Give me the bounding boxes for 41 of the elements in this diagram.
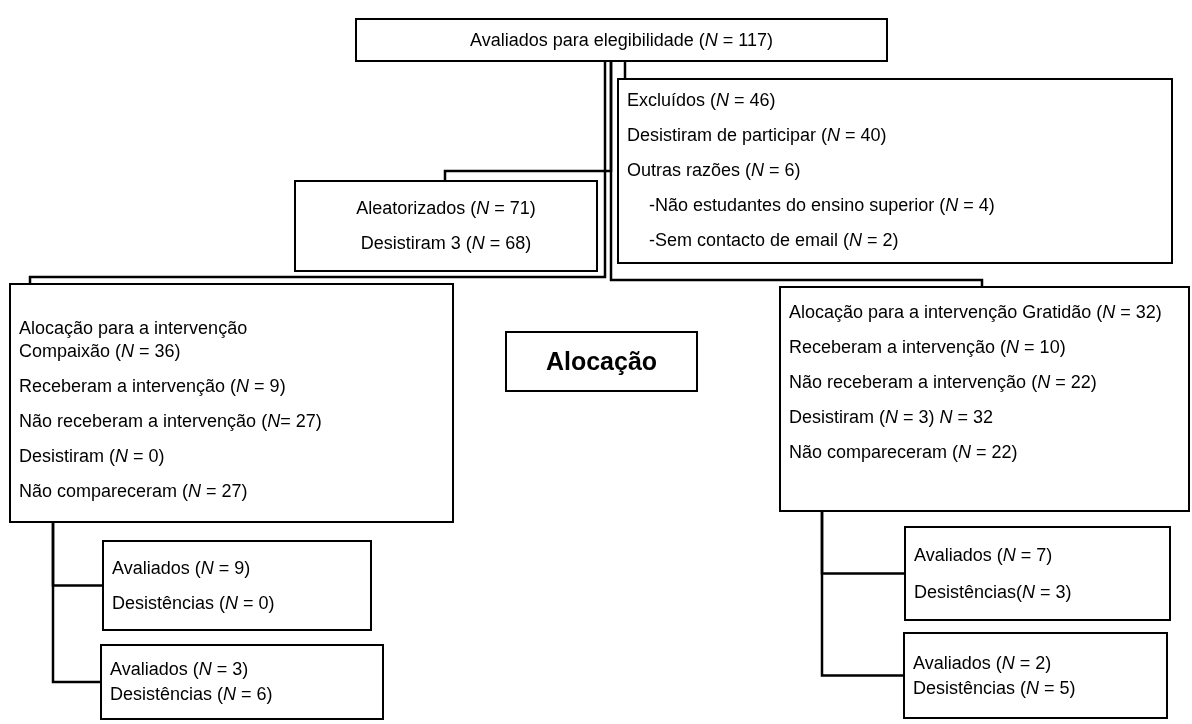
box-text: Desistências (N = 0) (112, 591, 275, 615)
box-text: Não compareceram (N = 22) (789, 441, 1018, 464)
flow-box (294, 180, 598, 272)
box-text: Avaliados (N = 7) (914, 543, 1053, 567)
connector-line (51, 523, 100, 684)
box-text: Não receberam a intervenção (N= 27) (19, 410, 322, 433)
box-text: Avaliados para elegibilidade (N = 117) (469, 28, 773, 52)
box-text: -Não estudantes do ensino superior (N = 4) (649, 194, 995, 217)
flow-box (903, 632, 1168, 719)
box-text: Desistiram de participar (N = 40) (627, 124, 887, 147)
box-text: Desistências (N = 5) (913, 676, 1076, 700)
connector-line (820, 512, 903, 677)
box-text: Não receberam a intervenção (N = 22) (789, 371, 1097, 394)
flow-box (617, 78, 1173, 264)
box-text: Não compareceram (N = 27) (19, 480, 248, 503)
box-text: -Sem contacto de email (N = 2) (649, 229, 899, 252)
flow-box (355, 18, 888, 62)
box-text: Excluídos (N = 46) (627, 89, 776, 112)
box-text: Desistiram (N = 0) (19, 445, 165, 468)
flow-box (9, 283, 454, 523)
flow-box (102, 540, 372, 631)
section-heading: Alocação (545, 350, 658, 373)
box-text: Avaliados (N = 9) (112, 556, 251, 580)
connector-line (28, 62, 607, 284)
box-text: Receberam a intervenção (N = 10) (789, 336, 1066, 359)
connector-line (609, 62, 984, 287)
box-text: Avaliados (N = 3) (110, 658, 249, 681)
box-text: Receberam a intervenção (N = 9) (19, 375, 286, 398)
box-text: Aleatorizados (N = 71) (356, 197, 536, 220)
flow-box (904, 526, 1171, 621)
box-text: Desistências(N = 3) (914, 580, 1072, 604)
box-text: Desistiram (N = 3) N = 32 (789, 406, 994, 429)
box-text: Desistências (N = 6) (110, 683, 273, 706)
flow-box (505, 331, 698, 392)
box-text: Outras razões (N = 6) (627, 159, 801, 182)
box-text: Alocação para a intervenção Compaixão (N = 36) (19, 317, 249, 363)
flow-box (779, 286, 1190, 512)
box-text: Avaliados (N = 2) (913, 651, 1052, 675)
box-text: Desistiram 3 (N = 68) (360, 232, 532, 255)
box-text: Alocação para a intervenção Gratidão (N = 32) (789, 301, 1162, 324)
flow-box (100, 644, 384, 720)
